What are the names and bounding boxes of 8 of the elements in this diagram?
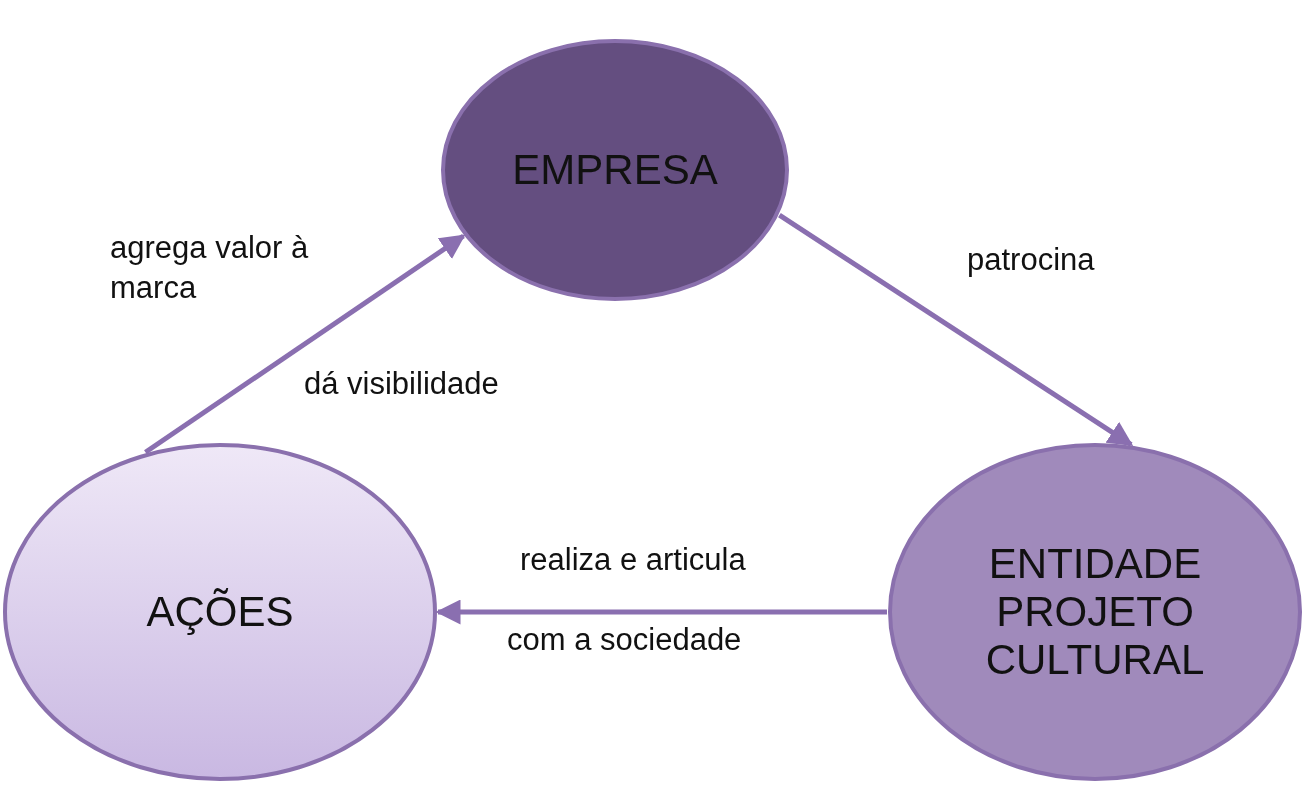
- ellipse-node: [887, 442, 1303, 782]
- node-label: AÇÕES: [145, 587, 295, 637]
- node-label: EMPRESA: [511, 145, 719, 195]
- arrow: [144, 233, 466, 455]
- arrow: [778, 213, 1134, 447]
- ellipse-node: [440, 38, 790, 302]
- ellipse-node: [2, 442, 438, 782]
- node-label: ENTIDADE PROJETO CULTURAL: [984, 539, 1206, 685]
